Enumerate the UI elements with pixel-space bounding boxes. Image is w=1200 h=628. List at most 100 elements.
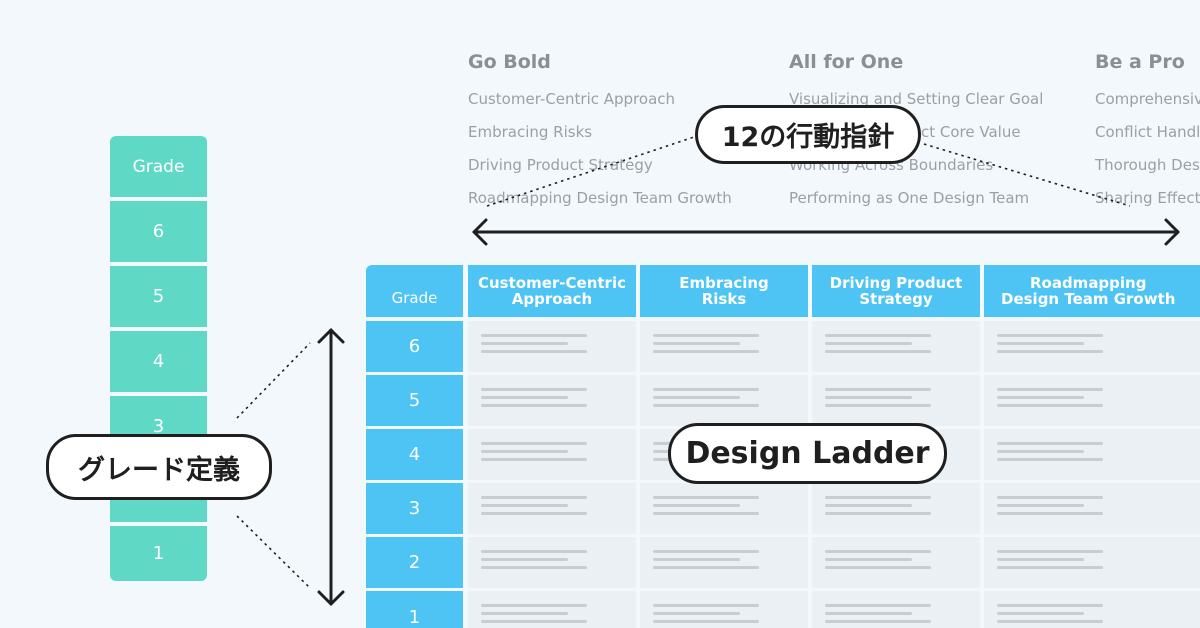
placeholder-text-line	[997, 612, 1084, 615]
placeholder-text-line	[825, 558, 912, 561]
principle-item: Conflict Handling	[1095, 123, 1200, 141]
placeholder-text-line	[997, 620, 1103, 623]
placeholder-text-line	[653, 334, 759, 337]
table-cell	[812, 537, 980, 588]
placeholder-text-line	[653, 504, 740, 507]
placeholder-text-line	[481, 450, 568, 453]
table-cell	[640, 537, 808, 588]
placeholder-text-line	[825, 334, 931, 337]
principle-item: Performing as One Design Team	[789, 189, 1030, 207]
placeholder-text-line	[481, 620, 587, 623]
grade-definition-callout: グレード定義	[46, 434, 272, 500]
grade-ladder-step: 4	[110, 331, 207, 392]
placeholder-text-line	[481, 550, 587, 553]
placeholder-text-line	[825, 404, 931, 407]
placeholder-text-line	[653, 550, 759, 553]
table-cell	[812, 483, 980, 534]
placeholder-text-line	[481, 334, 587, 337]
placeholder-text-line	[481, 512, 587, 515]
table-grade-cell: 4	[366, 429, 463, 480]
principle-item: Sharing Effectively	[1095, 189, 1200, 207]
placeholder-text-line	[825, 504, 912, 507]
placeholder-text-line	[825, 350, 931, 353]
table-cell	[812, 375, 980, 426]
table-cell	[984, 537, 1200, 588]
table-grade-cell: 2	[366, 537, 463, 588]
principles-clipped-column: Be a Pro Comprehensive Conflict Handling…	[1095, 45, 1200, 220]
grade-ladder-step: 6	[110, 201, 207, 262]
placeholder-text-line	[653, 396, 740, 399]
table-column-header: Roadmapping Design Team Growth	[984, 265, 1200, 317]
placeholder-text-line	[653, 566, 759, 569]
principle-item: Driving Product Strategy	[468, 156, 653, 174]
placeholder-text-line	[481, 612, 568, 615]
placeholder-text-line	[997, 558, 1084, 561]
placeholder-text-line	[481, 388, 587, 391]
table-cell	[984, 321, 1200, 372]
table-cell	[984, 429, 1200, 480]
table-cell	[812, 321, 980, 372]
placeholder-text-line	[825, 620, 931, 623]
principle-item: Comprehensive	[1095, 90, 1200, 108]
placeholder-text-line	[997, 334, 1103, 337]
placeholder-text-line	[825, 396, 912, 399]
table-column-header: Embracing Risks	[640, 265, 808, 317]
grade-ladder-header: Grade	[110, 136, 207, 197]
placeholder-text-line	[481, 442, 587, 445]
principle-item: Thorough Design	[1095, 156, 1200, 174]
placeholder-text-line	[481, 342, 568, 345]
placeholder-text-line	[653, 350, 759, 353]
placeholder-text-line	[997, 450, 1084, 453]
placeholder-text-line	[825, 388, 931, 391]
table-cell	[468, 321, 636, 372]
design-ladder-callout: Design Ladder	[668, 423, 947, 484]
placeholder-text-line	[481, 604, 587, 607]
placeholder-text-line	[997, 504, 1084, 507]
placeholder-text-line	[825, 342, 912, 345]
table-cell	[984, 483, 1200, 534]
principle-item: Visualizing and Setting Clear Goal	[789, 90, 1044, 108]
table-column-header: Driving Product Strategy	[812, 265, 980, 317]
grade-ladder-step: 1	[110, 526, 207, 581]
placeholder-text-line	[997, 458, 1103, 461]
placeholder-text-line	[653, 404, 759, 407]
principle-group-title: Go Bold	[468, 51, 551, 73]
placeholder-text-line	[481, 558, 568, 561]
grade-ladder-step: 5	[110, 266, 207, 327]
table-grade-cell: 5	[366, 375, 463, 426]
table-cell	[468, 429, 636, 480]
placeholder-text-line	[825, 496, 931, 499]
placeholder-text-line	[997, 550, 1103, 553]
placeholder-text-line	[481, 404, 587, 407]
placeholder-text-line	[997, 442, 1103, 445]
table-cell	[640, 375, 808, 426]
principle-item: Roadmapping Design Team Growth	[468, 189, 732, 207]
table-cell	[468, 537, 636, 588]
placeholder-text-line	[825, 512, 931, 515]
placeholder-text-line	[997, 388, 1103, 391]
placeholder-text-line	[825, 566, 931, 569]
table-grade-cell: 3	[366, 483, 463, 534]
placeholder-text-line	[997, 496, 1103, 499]
placeholder-text-line	[997, 566, 1103, 569]
placeholder-text-line	[997, 342, 1084, 345]
placeholder-text-line	[653, 496, 759, 499]
placeholder-text-line	[481, 496, 587, 499]
placeholder-text-line	[481, 350, 587, 353]
placeholder-text-line	[997, 512, 1103, 515]
placeholder-text-line	[653, 512, 759, 515]
table-cell	[468, 483, 636, 534]
table-column-header: Customer-Centric Approach	[468, 265, 636, 317]
table-cell	[640, 321, 808, 372]
placeholder-text-line	[825, 612, 912, 615]
placeholder-text-line	[997, 404, 1103, 407]
placeholder-text-line	[481, 566, 587, 569]
placeholder-text-line	[653, 620, 759, 623]
dotted-connectors	[236, 135, 1131, 589]
placeholder-text-line	[481, 504, 568, 507]
placeholder-text-line	[653, 558, 740, 561]
placeholder-text-line	[997, 350, 1103, 353]
principle-group-title: All for One	[789, 51, 904, 73]
placeholder-text-line	[481, 458, 587, 461]
placeholder-text-line	[653, 612, 740, 615]
